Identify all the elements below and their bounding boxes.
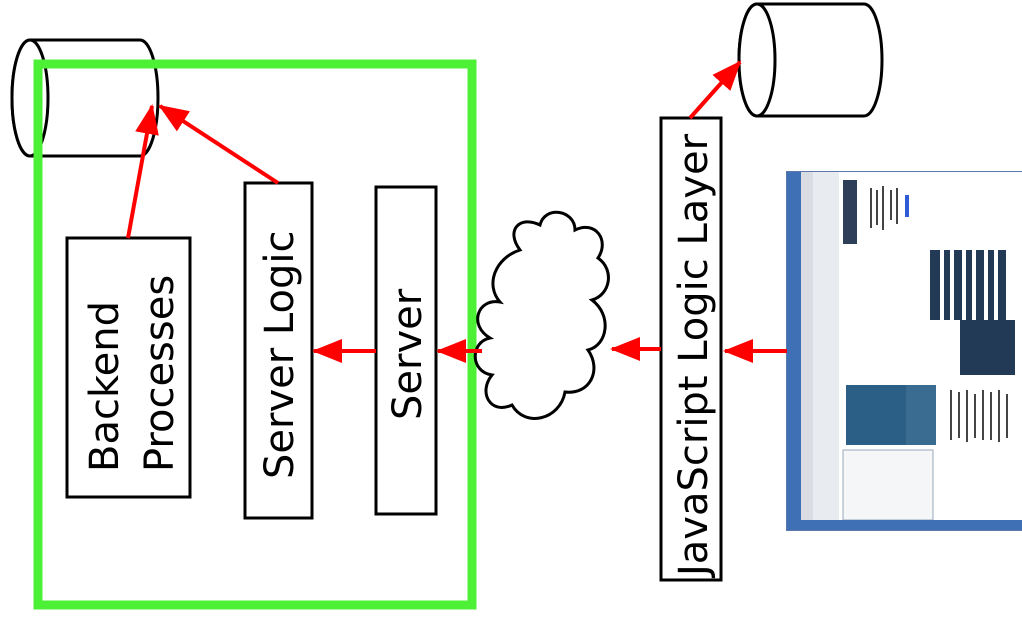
server-logic-label: Server Logic <box>257 231 303 479</box>
browser-thumbnail <box>786 171 1022 531</box>
backend-label-line2: Processes <box>137 275 183 472</box>
server-logic-box: Server Logic <box>243 181 314 520</box>
backend-processes-box: Backend Processes <box>65 236 192 499</box>
database-right-icon <box>737 2 884 118</box>
server-label: Server <box>385 288 431 420</box>
cloud-icon <box>473 210 610 420</box>
server-box: Server <box>374 185 438 516</box>
arrow-js-to-db <box>688 60 742 120</box>
arrow-backend-to-db <box>126 104 159 239</box>
js-logic-layer-label: JavaScript Logic Layer <box>671 133 717 579</box>
js-logic-layer-box: JavaScript Logic Layer <box>659 116 723 582</box>
server-boundary <box>33 59 477 610</box>
arrow-serverlogic-to-db <box>158 104 280 185</box>
backend-label-line1: Backend <box>82 301 128 472</box>
arrows <box>126 60 787 363</box>
